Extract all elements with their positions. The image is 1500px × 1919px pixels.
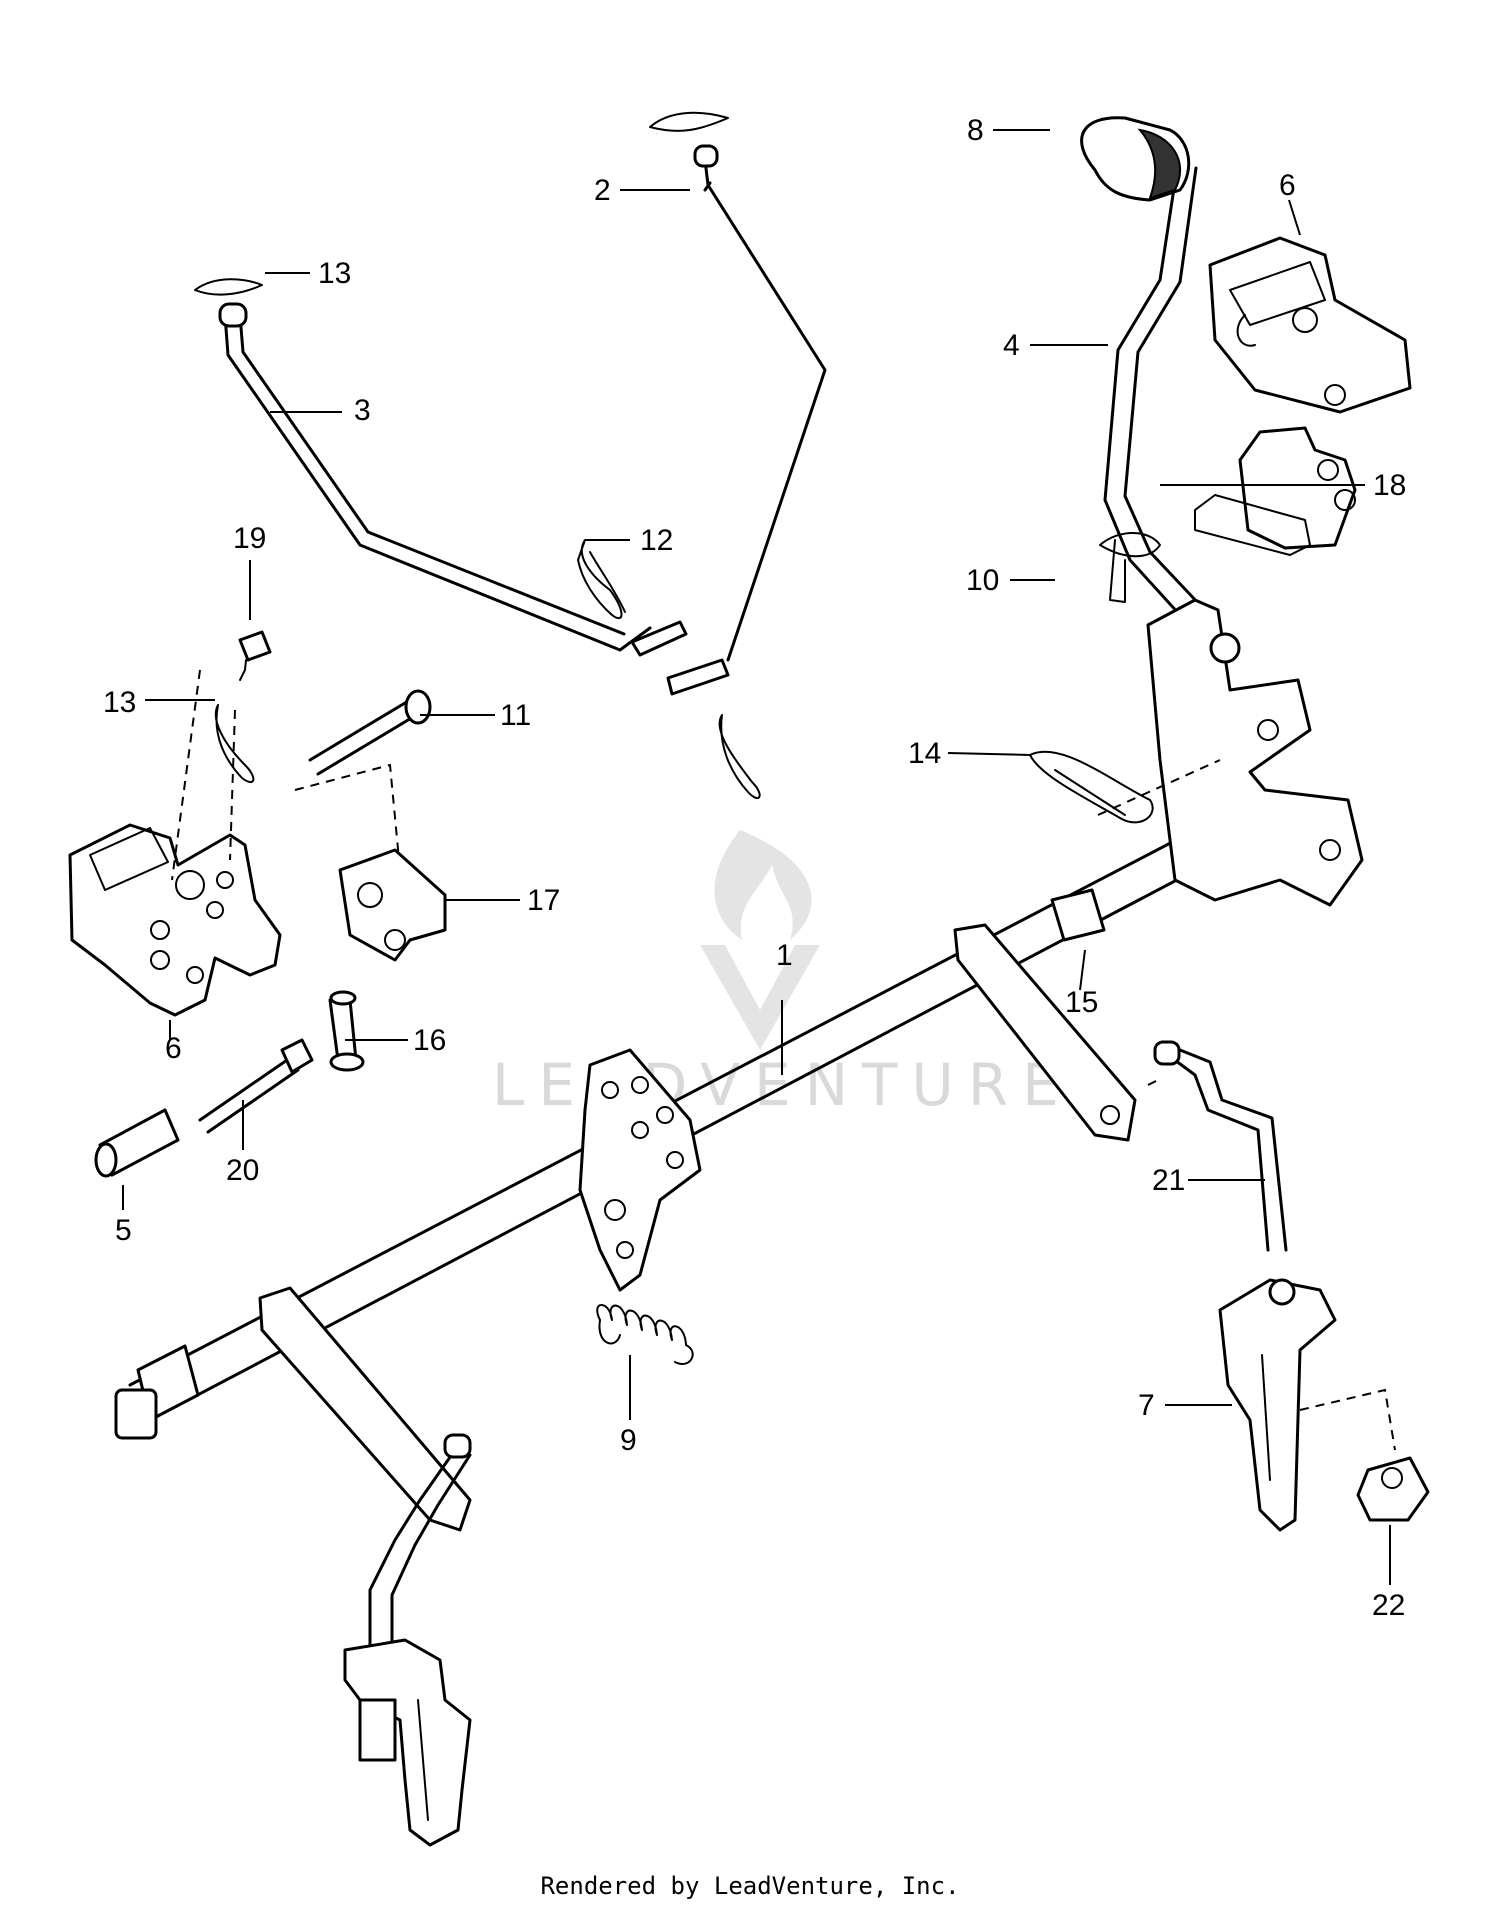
callout-17: 17 [527, 884, 560, 917]
part-14-hairpin [1029, 750, 1154, 824]
callout-1: 1 [776, 939, 793, 972]
callout-15: 15 [1065, 986, 1098, 1019]
part-5-spacer [94, 1108, 180, 1178]
callout-11: 11 [500, 699, 531, 732]
callout-4: 4 [1003, 329, 1020, 362]
callout-12: 12 [640, 524, 673, 557]
callout-14: 14 [908, 737, 941, 770]
part-13-lower-clip [214, 704, 255, 784]
callout-13-upper: 13 [318, 257, 351, 290]
part-11-pin [294, 689, 432, 871]
callout-6-lower: 6 [165, 1032, 182, 1065]
callout-18: 18 [1373, 469, 1406, 502]
callout-13-lower: 13 [103, 686, 136, 719]
part-17-lift-block [338, 848, 447, 962]
part-4-lift-handle [1080, 116, 1202, 617]
callout-labels: 1 2 3 4 5 6 6 7 8 9 10 11 12 13 13 14 15… [103, 114, 1406, 1622]
part-20-bolt [198, 1038, 314, 1134]
part-2-link-rod [649, 111, 827, 696]
part-7-deck-hanger [1218, 1278, 1396, 1532]
callout-20: 20 [226, 1154, 259, 1187]
callout-16: 16 [413, 1024, 446, 1057]
part-3-link-rod [218, 302, 688, 657]
part-16-pin [328, 990, 365, 1072]
callout-7: 7 [1138, 1389, 1155, 1422]
part-18-bracket [1194, 426, 1357, 556]
left-deck-hanger [343, 1638, 472, 1847]
rod-2-lower-clip [718, 714, 761, 799]
callout-5: 5 [115, 1214, 132, 1247]
part-6-left-bracket [68, 669, 282, 1017]
footer-credit: Rendered by LeadVenture, Inc. [540, 1872, 960, 1900]
part-6-upper-bracket [1208, 236, 1412, 414]
callout-9: 9 [620, 1424, 637, 1457]
callout-21: 21 [1152, 1164, 1185, 1197]
part-12-clip [577, 539, 626, 620]
part-19-bolt [238, 630, 272, 681]
center-height-plate [578, 1048, 702, 1292]
callout-8: 8 [967, 114, 984, 147]
right-frame-bracket [1097, 598, 1364, 907]
callout-3: 3 [354, 394, 371, 427]
part-10-clip [1099, 532, 1161, 603]
part-22-nut [1356, 1456, 1430, 1522]
left-lift-rod [368, 1433, 472, 1652]
callout-22: 22 [1372, 1589, 1405, 1622]
leader-lines [122, 129, 1391, 1585]
callout-10: 10 [966, 564, 999, 597]
part-9-spring [596, 1304, 694, 1365]
part-21-rod [1147, 1040, 1288, 1252]
callout-19: 19 [233, 522, 266, 555]
part-13-upper-clip [194, 278, 263, 296]
callout-6-upper: 6 [1279, 169, 1296, 202]
callout-2: 2 [594, 174, 611, 207]
